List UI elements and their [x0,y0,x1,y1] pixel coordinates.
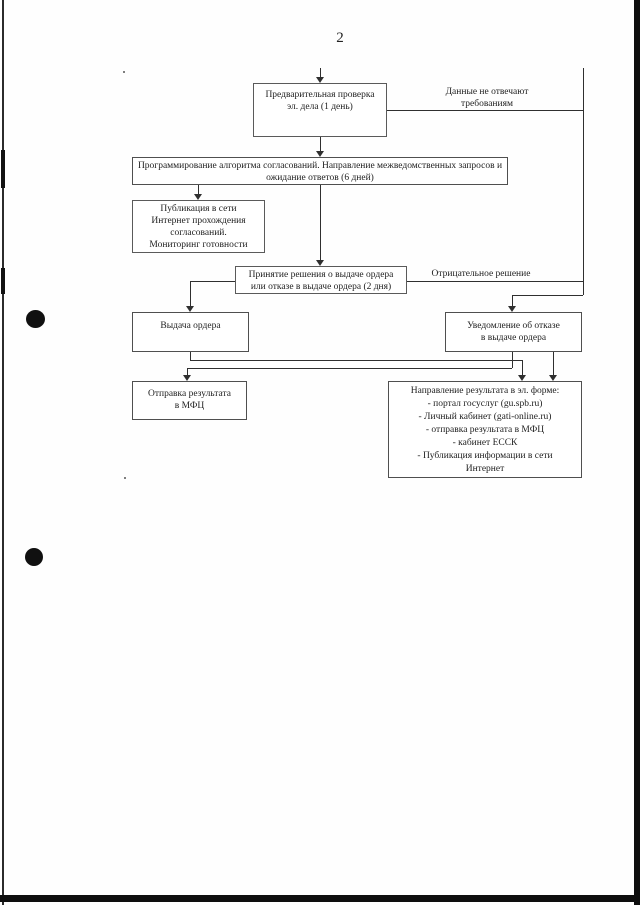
arrowhead-publication [194,194,202,200]
punch-hole [25,548,43,566]
connector-issue-down [190,352,191,360]
connector-reject-horizontal [387,110,583,111]
connector-reject-refusal-h [512,295,583,296]
connector-programming-decision [320,185,321,260]
connector-refusal-to-mfc [187,368,188,375]
node-issue-order: Выдача ордера [132,312,249,352]
connector-refusal-down-2 [553,352,554,375]
connector-refusal-cross-h [187,368,512,369]
node-decision: Принятие решения о выдаче ордера или отк… [235,266,407,294]
connector-refusal-down-1 [512,352,513,368]
arrowhead-decision [316,260,324,266]
scan-speck [124,477,126,479]
scan-edge-bottom [0,895,640,902]
arrowhead-mfc [183,375,191,381]
edge-label-negative: Отрицательное решение [431,269,531,279]
connector-negative-horizontal [407,281,583,282]
connector-programming-publication [198,185,199,194]
connector-decision-issue-h [190,281,235,282]
arrowhead-electronic-2 [549,375,557,381]
node-publication: Публикация в сети Интернет прохождения с… [132,200,265,253]
scan-speck [123,71,125,73]
scan-edge-blot [1,150,5,188]
connector-decision-issue-v [190,281,191,306]
node-send-result-electronic: Направление результата в эл. форме: - по… [388,381,582,478]
arrowhead-entry [316,77,324,83]
arrowhead-electronic-1 [518,375,526,381]
node-refusal-notice: Уведомление об отказе в выдаче ордера [445,312,582,352]
connector-issue-cross-h [190,360,522,361]
node-send-result-mfc: Отправка результата в МФЦ [132,381,247,420]
connector-issue-to-electronic [522,360,523,375]
connector-entry [320,68,321,80]
scan-edge-right [634,0,640,905]
punch-hole [26,310,45,328]
page-number: 2 [336,30,344,46]
arrowhead-refusal [508,306,516,312]
scan-edge-blot [1,268,5,294]
connector-reject-vertical [583,68,584,295]
edge-label-reject: Данные не отвечают требованиям [445,87,529,109]
node-precheck: Предварительная проверка эл. дела (1 ден… [253,83,387,137]
scan-edge-left [2,0,4,905]
connector-precheck-programming [320,137,321,151]
arrowhead-issue [186,306,194,312]
connector-reject-refusal-v [512,295,513,306]
arrowhead-programming [316,151,324,157]
node-programming: Программирование алгоритма согласований.… [132,157,508,185]
